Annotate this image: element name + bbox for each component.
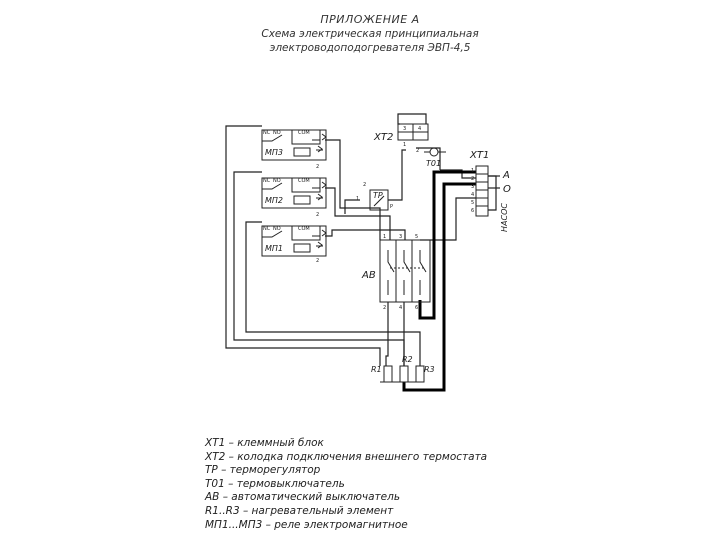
av-pin5: 5 [415,234,418,240]
wire-tr-left [344,199,360,214]
circuit-breaker-av [379,239,431,303]
xt2-connector [397,123,429,141]
xt1-terminal-block [475,165,489,217]
mp2-pin2: 2 [316,212,319,218]
mp1-label: МП1 [265,244,283,253]
xt1-pin6: 6 [471,208,474,214]
wire-xt2-t01 [416,147,441,170]
legend-item-xt1: ХТ1 – клеммный блок [205,437,324,449]
wire-mp3-loop [225,125,381,366]
wire-av-r1 [385,302,389,366]
appendix-label: ПРИЛОЖЕНИЕ А [320,13,420,26]
wire-xt1-down [420,197,476,241]
av-pin1: 1 [383,234,386,240]
wire-relay-return-1 [325,139,381,240]
mp3-com-label: COM [298,130,310,136]
mp2-no-label: NO [273,178,281,184]
legend-item-tr: ТР – терморегулятор [205,464,321,477]
xt1-pin2: 2 [471,176,474,182]
av-pin3: 3 [399,234,402,240]
wire-relay-return-2 [325,187,391,240]
mp2-label: МП2 [265,196,283,205]
wire-xt2-top [397,113,427,125]
terminal-a-label: А [502,170,510,181]
power-line-n [402,182,476,392]
power-line-l [418,170,476,320]
legend-item-t01: Т01 – термовыключатель [205,477,345,490]
diagram-title-line1: Схема электрическая принципиальная [261,28,479,40]
mp1-nc-label: NC [263,226,271,232]
r1-label: R1 [371,365,382,374]
relay-mp1 [261,225,327,257]
xt2-pin4: 4 [418,126,421,132]
av-pin4: 4 [399,305,402,311]
mp1-pin2: 2 [316,258,319,264]
xt2-pin2: 2 [416,148,419,154]
mp3-nc-label: NC [263,130,271,136]
legend: ХТ1 – клеммный блок ХТ2 – колодка подклю… [205,437,535,532]
xt1-pin1: 1 [471,168,474,174]
av-label: АВ [361,270,376,281]
pump-label: НАСОС [500,203,509,232]
mp2-com-label: COM [298,178,310,184]
av-pin6: 6 [415,305,418,311]
xt1-pin3: 3 [471,184,474,190]
legend-item-heaters: R1..R3 – нагревательный элемент [205,504,394,517]
legend-item-relays: МП1...МП3 – реле электромагнитное [205,518,408,531]
heater-elements [380,365,425,383]
mp3-label: МП3 [265,148,283,157]
diagram-title-line2: электроводоподогревателя ЭВП-4,5 [269,42,471,54]
terminal-o-label: О [503,184,511,195]
av-pin2: 2 [383,305,386,311]
legend-item-av: АВ – автоматический выключатель [205,491,401,504]
wire-t01-xt1 [440,169,476,179]
xt2-pin3: 3 [403,126,406,132]
r2-label: R2 [402,355,413,364]
mp1-no-label: NO [273,226,281,232]
tr-pin1: 1 [356,196,359,202]
xt1-pin4: 4 [471,192,474,198]
mp2-nc-label: NC [263,178,271,184]
r3-label: R3 [424,365,435,374]
legend-item-xt2: ХТ2 – колодка подключения внешнего термо… [205,450,488,463]
tr-p-label: Р [390,204,393,210]
relay-mp3 [261,129,327,161]
tr-label: ТР [373,191,383,200]
relay-mp2 [261,177,327,209]
t01-thermal-switch [424,147,446,157]
diagram-header: ПРИЛОЖЕНИЕ А Схема электрическая принцип… [180,13,560,55]
xt2-pin1: 1 [403,142,406,148]
wire-xt1-right [488,175,497,211]
mp3-pin2: 2 [316,164,319,170]
xt1-label: ХТ1 [469,150,489,161]
t01-label: Т01 [426,159,441,168]
wire-mp1-loop [245,221,421,366]
mp1-com-label: COM [298,226,310,232]
thermoregulator [369,189,389,211]
mp3-no-label: NO [273,130,281,136]
wire-tr-xt2 [388,149,406,201]
xt2-label: ХТ2 [373,132,393,143]
xt1-pin5: 5 [471,200,474,206]
tr-pin2: 2 [363,182,366,188]
wire-relay-return-3 [325,229,406,240]
